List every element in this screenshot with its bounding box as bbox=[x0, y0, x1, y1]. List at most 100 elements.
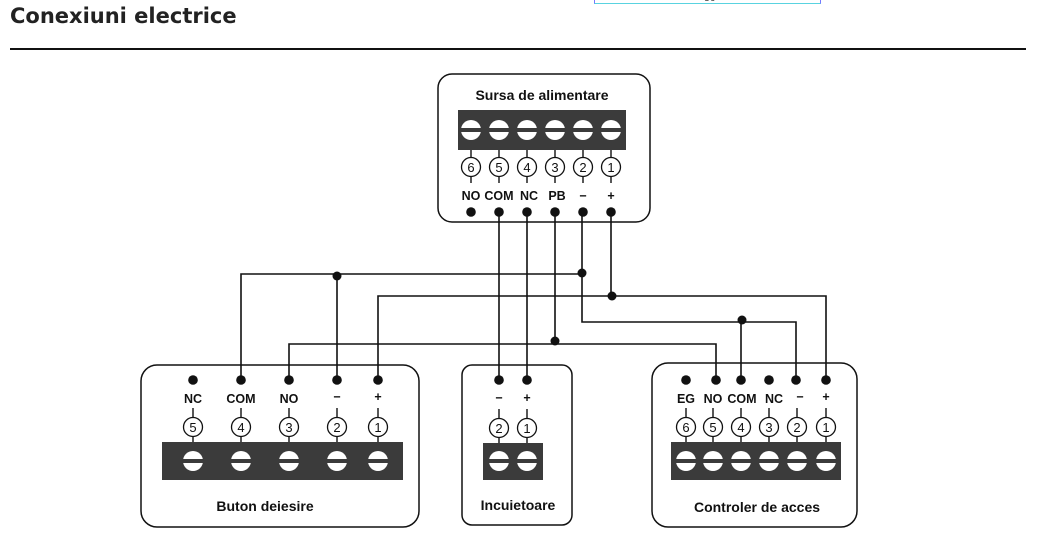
cropped-dimension-bar bbox=[594, 0, 821, 4]
terminal-number: 4 bbox=[523, 160, 530, 175]
terminal-label: + bbox=[523, 391, 530, 405]
wires bbox=[240, 212, 827, 380]
screw-terminal bbox=[327, 451, 347, 471]
junction-dot bbox=[577, 268, 587, 278]
junction-dot bbox=[607, 291, 617, 301]
lock-terminal-stubs bbox=[498, 409, 528, 443]
exit-terminal-labels: NC COM NO − + bbox=[184, 390, 382, 406]
terminal-label: + bbox=[607, 189, 614, 203]
power-terminal-screws bbox=[461, 120, 621, 140]
terminal-number: 1 bbox=[523, 421, 530, 436]
lock-box bbox=[461, 364, 573, 526]
terminal-number: 2 bbox=[333, 420, 340, 435]
terminal-label: − bbox=[333, 390, 340, 404]
power-terminal-dots bbox=[466, 207, 616, 217]
terminal-number: 1 bbox=[607, 160, 614, 175]
screw-terminal bbox=[816, 451, 836, 471]
exit-button-name: Buton deiesire bbox=[216, 498, 313, 514]
screw-terminal bbox=[787, 451, 807, 471]
screw-terminal bbox=[489, 120, 509, 140]
terminal-label: − bbox=[579, 189, 586, 203]
cropped-dimension-label: 86 bbox=[704, 0, 715, 4]
terminal-label: PB bbox=[548, 189, 565, 203]
terminal-label: + bbox=[822, 390, 829, 404]
terminal-number: 4 bbox=[737, 420, 744, 435]
screw-terminal bbox=[545, 120, 565, 140]
terminal-label: − bbox=[495, 391, 502, 405]
terminal-number: 1 bbox=[822, 420, 829, 435]
terminal-label: COM bbox=[727, 392, 756, 406]
terminal-label: COM bbox=[226, 392, 255, 406]
terminal-label: COM bbox=[484, 189, 513, 203]
exit-terminal-stubs bbox=[192, 408, 379, 442]
power-terminal-stubs bbox=[470, 150, 612, 183]
junction-dot bbox=[737, 315, 747, 325]
controller-terminal-stubs bbox=[685, 408, 827, 442]
terminal-label: − bbox=[796, 390, 803, 404]
terminal-number: 3 bbox=[765, 420, 772, 435]
terminal-number: 6 bbox=[682, 420, 689, 435]
controller-box bbox=[651, 362, 858, 528]
junction-dot bbox=[550, 336, 560, 346]
power-supply-name: Sursa de alimentare bbox=[475, 87, 608, 103]
controller-terminal-labels: EG NO COM NC − + bbox=[677, 390, 830, 406]
wire-plus bbox=[377, 212, 827, 380]
controller-terminal-dots bbox=[681, 375, 831, 385]
wire-pb bbox=[288, 212, 717, 380]
exit-terminal-screws bbox=[183, 451, 388, 471]
screw-terminal bbox=[731, 451, 751, 471]
exit-terminal-numbers: 5 4 3 2 1 bbox=[182, 416, 389, 438]
screw-terminal bbox=[461, 120, 481, 140]
power-terminal-labels: NO COM NC PB − + bbox=[462, 189, 615, 203]
terminal-number: 2 bbox=[495, 421, 502, 436]
controller-terminal-screws bbox=[676, 451, 836, 471]
exit-terminal-dots bbox=[188, 375, 383, 385]
screw-terminal bbox=[759, 451, 779, 471]
screw-terminal bbox=[703, 451, 723, 471]
screw-terminal bbox=[368, 451, 388, 471]
terminal-label: NO bbox=[280, 392, 299, 406]
lock-terminal-dots bbox=[494, 375, 532, 385]
screw-terminal bbox=[183, 451, 203, 471]
page-title: Conexiuni electrice bbox=[10, 4, 237, 28]
terminal-number: 3 bbox=[285, 420, 292, 435]
terminal-label: NC bbox=[184, 392, 202, 406]
lock-terminal-screws bbox=[489, 451, 537, 471]
terminal-label: NC bbox=[765, 392, 783, 406]
screw-terminal bbox=[517, 451, 537, 471]
screw-terminal bbox=[676, 451, 696, 471]
terminal-label: NO bbox=[704, 392, 723, 406]
power-terminal-numbers: 6 5 4 3 2 1 bbox=[460, 156, 622, 178]
terminal-label: NO bbox=[462, 189, 481, 203]
power-supply-box bbox=[437, 73, 651, 223]
lock-terminal-labels: − + bbox=[495, 391, 530, 405]
terminal-label: + bbox=[374, 390, 381, 404]
controller-name: Controler de acces bbox=[694, 499, 820, 515]
controller-terminal-strip bbox=[671, 442, 841, 480]
terminal-number: 6 bbox=[467, 160, 474, 175]
screw-terminal bbox=[231, 451, 251, 471]
terminal-number: 3 bbox=[551, 160, 558, 175]
screw-terminal bbox=[601, 120, 621, 140]
wire-minus bbox=[240, 212, 797, 380]
terminal-label: NC bbox=[520, 189, 538, 203]
controller-terminal-numbers: 6 5 4 3 2 1 bbox=[675, 416, 837, 438]
screw-terminal bbox=[573, 120, 593, 140]
junction-dot bbox=[332, 271, 342, 281]
exit-button-box bbox=[140, 364, 420, 528]
power-terminal-strip bbox=[458, 110, 626, 150]
screw-terminal bbox=[279, 451, 299, 471]
screw-terminal bbox=[517, 120, 537, 140]
terminal-number: 2 bbox=[579, 160, 586, 175]
terminal-number: 5 bbox=[495, 160, 502, 175]
screw-terminal bbox=[489, 451, 509, 471]
terminal-number: 2 bbox=[793, 420, 800, 435]
lock-name: Incuietoare bbox=[481, 497, 556, 513]
terminal-number: 4 bbox=[237, 420, 244, 435]
junction-dots bbox=[332, 268, 747, 346]
terminal-number: 5 bbox=[189, 420, 196, 435]
title-divider bbox=[10, 48, 1026, 50]
terminal-label: EG bbox=[677, 392, 695, 406]
terminal-number: 5 bbox=[709, 420, 716, 435]
